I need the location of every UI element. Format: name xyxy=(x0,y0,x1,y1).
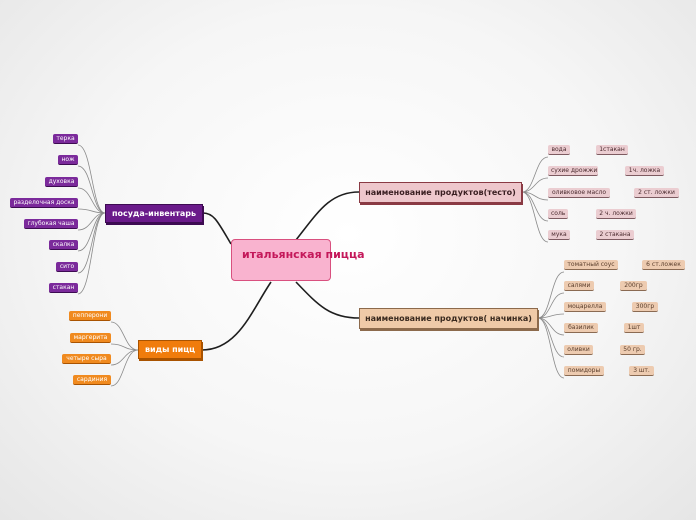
pizza-type-item[interactable]: пепперони xyxy=(69,311,111,321)
topic-filling[interactable]: наименование продуктов( начинка) xyxy=(359,308,538,329)
dough-item-qty[interactable]: 1ч. ложка xyxy=(625,166,664,176)
dough-item-name[interactable]: оливковое масло xyxy=(548,188,610,198)
connector-central-dough xyxy=(295,191,360,241)
pizza-type-item[interactable]: четыре сыра xyxy=(62,354,111,364)
filling-item-name[interactable]: базилик xyxy=(564,323,598,333)
filling-item-name[interactable]: оливки xyxy=(564,345,593,355)
topic-filling-label: наименование продуктов( начинка) xyxy=(365,314,532,323)
tools-item[interactable]: скалка xyxy=(49,240,78,250)
tools-item[interactable]: духовка xyxy=(45,177,78,187)
filling-item-qty[interactable]: 1шт xyxy=(624,323,644,333)
topic-pizza-types[interactable]: виды пицц xyxy=(138,340,202,359)
connector-types-sardinia xyxy=(110,349,139,387)
tools-item[interactable]: терка xyxy=(53,134,78,144)
filling-item-name[interactable]: томатный соус xyxy=(564,260,618,270)
tools-item[interactable]: стакан xyxy=(49,283,78,293)
connector-types-pepperoni xyxy=(110,321,139,351)
dough-item-qty[interactable]: 2 ст. ложки xyxy=(634,188,679,198)
filling-item-name[interactable]: моцарелла xyxy=(564,302,606,312)
connector-dough-drozhzhi xyxy=(521,177,549,193)
filling-item-qty[interactable]: 50 гр. xyxy=(620,345,645,355)
connector-filling-olivki xyxy=(537,317,565,358)
filling-item-qty[interactable]: 300гр xyxy=(632,302,658,312)
dough-item-name[interactable]: соль xyxy=(548,209,568,219)
dough-item-name[interactable]: вода xyxy=(548,145,570,155)
tools-item[interactable]: сито xyxy=(56,262,78,272)
topic-pizza-types-label: виды пицц xyxy=(144,345,196,354)
dough-item-name[interactable]: мука xyxy=(548,230,570,240)
pizza-type-item[interactable]: маргерита xyxy=(70,333,111,343)
filling-item-name[interactable]: салями xyxy=(564,281,594,291)
connector-central-filling xyxy=(295,281,360,319)
connector-filling-pomidory xyxy=(537,317,565,379)
main-connectors xyxy=(201,191,360,351)
filling-item-name[interactable]: помидоры xyxy=(564,366,604,376)
filling-item-qty[interactable]: 6 ст.ложек xyxy=(642,260,685,270)
topic-dough[interactable]: наименование продуктов(тесто) xyxy=(359,182,522,203)
central-topic-label: итальянская пицца xyxy=(242,248,365,261)
connector-central-tools xyxy=(202,212,232,245)
dough-item-qty[interactable]: 2 ч. ложки xyxy=(596,209,636,219)
connector-filling-salyami xyxy=(537,292,565,319)
connector-central-types xyxy=(201,281,272,351)
leaf-connectors xyxy=(77,144,565,387)
dough-item-name[interactable]: сухие дрожжи xyxy=(548,166,598,176)
pizza-type-item[interactable]: сардиния xyxy=(73,375,111,385)
tools-item[interactable]: разделочная доска xyxy=(10,198,78,208)
filling-item-qty[interactable]: 200гр xyxy=(620,281,647,291)
tools-item[interactable]: нож xyxy=(58,155,78,165)
connector-types-chetyre xyxy=(110,349,139,366)
connector-types-margherita xyxy=(110,343,139,351)
connector-dough-voda xyxy=(521,156,549,193)
connector-tools-dukhovka xyxy=(77,187,106,214)
connector-tools-doska xyxy=(77,208,106,214)
connector-tools-sito xyxy=(77,212,106,274)
topic-tools[interactable]: посуда-инвентарь xyxy=(105,204,203,223)
topic-dough-label: наименование продуктов(тесто) xyxy=(365,188,516,197)
dough-item-qty[interactable]: 2 стакана xyxy=(596,230,634,240)
central-topic[interactable]: итальянская пицца xyxy=(231,239,365,281)
connector-filling-sous xyxy=(537,271,565,319)
connector-filling-mozzarella xyxy=(537,313,565,319)
tools-item[interactable]: глубокая чаша xyxy=(24,219,78,229)
connector-tools-terka xyxy=(77,144,106,214)
topic-tools-label: посуда-инвентарь xyxy=(111,209,197,218)
connector-tools-nozh xyxy=(77,165,106,214)
connector-tools-stakan xyxy=(77,212,106,295)
connector-dough-muka xyxy=(521,191,549,243)
dough-item-qty[interactable]: 1стакан xyxy=(596,145,628,155)
filling-item-qty[interactable]: 3 шт. xyxy=(629,366,654,376)
